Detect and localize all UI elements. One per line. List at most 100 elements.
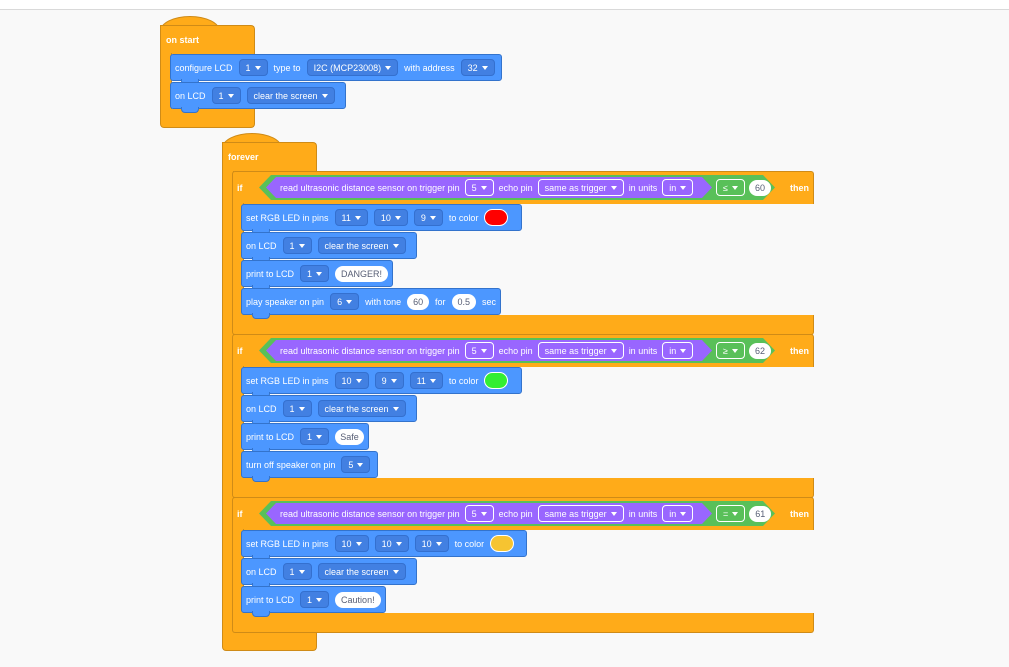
trigger-pin-dropdown[interactable]: 5 <box>465 179 494 196</box>
on-start-label: on start <box>166 35 200 45</box>
top-toolbar-strip <box>0 0 1009 10</box>
duration-input[interactable]: 0.5 <box>451 293 476 310</box>
lcd-type-dropdown[interactable]: I2C (MCP23008) <box>306 59 399 76</box>
chevron-down-icon <box>316 271 323 276</box>
color-swatch[interactable] <box>484 372 509 389</box>
compare-value-input[interactable]: 60 <box>748 179 771 196</box>
lcd-action-dropdown[interactable]: clear the screen <box>317 237 406 254</box>
units-dropdown[interactable]: in <box>662 179 693 196</box>
ultrasonic-sensor-reporter[interactable]: read ultrasonic distance sensor on trigg… <box>266 177 712 198</box>
operator-dropdown[interactable]: ≤ <box>716 179 745 196</box>
lcd-number-dropdown[interactable]: 1 <box>300 591 330 608</box>
chevron-down-icon <box>254 65 261 70</box>
lcd-number-dropdown[interactable]: 1 <box>300 428 330 445</box>
message-input[interactable]: DANGER! <box>335 265 388 282</box>
print-to-lcd-block[interactable]: print to LCD 1 DANGER! <box>241 260 393 291</box>
chevron-down-icon <box>732 511 739 516</box>
lcd-number-dropdown[interactable]: 1 <box>300 265 330 282</box>
echo-pin-dropdown[interactable]: same as trigger <box>538 342 624 359</box>
pin-dropdown-red[interactable]: 10 <box>334 372 369 389</box>
on-lcd-clear-block[interactable]: on LCD 1 clear the screen <box>241 558 417 589</box>
chevron-down-icon <box>680 512 686 516</box>
pin-dropdown-red[interactable]: 11 <box>334 209 368 226</box>
block-notch <box>181 107 199 113</box>
in-units-text: in units <box>628 182 658 193</box>
print-to-lcd-text: print to LCD <box>246 594 295 605</box>
on-start-footer <box>160 109 255 128</box>
pin-dropdown-green[interactable]: 10 <box>373 209 408 226</box>
compare-value-input[interactable]: 61 <box>749 505 772 522</box>
lcd-number-dropdown[interactable]: 1 <box>282 400 312 417</box>
sec-text: sec <box>481 296 496 307</box>
sensor-text: read ultrasonic distance sensor on trigg… <box>280 508 460 519</box>
forever-label: forever <box>228 152 259 162</box>
operator-dropdown[interactable]: ≥ <box>716 342 745 359</box>
ultrasonic-sensor-reporter[interactable]: read ultrasonic distance sensor on trigg… <box>266 503 712 524</box>
pin-dropdown-blue[interactable]: 10 <box>414 535 449 552</box>
print-to-lcd-block[interactable]: print to LCD 1 Caution! <box>241 586 386 617</box>
lcd-number-dropdown[interactable]: 1 <box>238 59 268 76</box>
lcd-action-dropdown[interactable]: clear the screen <box>317 400 406 417</box>
if-footer <box>232 613 814 633</box>
chevron-down-icon <box>680 349 686 353</box>
message-input[interactable]: Caution! <box>335 591 381 608</box>
on-lcd-text: on LCD <box>246 566 277 577</box>
units-dropdown[interactable]: in <box>662 342 693 359</box>
print-to-lcd-block[interactable]: print to LCD 1 Safe <box>241 423 369 454</box>
units-dropdown[interactable]: in <box>662 505 693 522</box>
print-to-lcd-text: print to LCD <box>246 268 295 279</box>
chevron-down-icon <box>611 186 617 190</box>
pin-dropdown-blue[interactable]: 9 <box>413 209 443 226</box>
for-text: for <box>435 296 446 307</box>
on-lcd-clear-block[interactable]: on LCD 1 clear the screen <box>241 232 417 263</box>
lcd-action-dropdown[interactable]: clear the screen <box>246 87 335 104</box>
sensor-text: read ultrasonic distance sensor on trigg… <box>280 345 460 356</box>
to-color-text: to color <box>448 212 479 223</box>
pin-dropdown-green[interactable]: 9 <box>374 372 404 389</box>
to-color-text: to color <box>448 375 479 386</box>
chevron-down-icon <box>392 406 399 411</box>
on-start-header <box>160 25 255 54</box>
turn-off-speaker-text: turn off speaker on pin <box>246 459 336 470</box>
on-lcd-clear-block[interactable]: on LCD 1 clear the screen <box>241 395 417 426</box>
pin-dropdown-blue[interactable]: 11 <box>409 372 443 389</box>
chevron-down-icon <box>298 406 305 411</box>
pin-dropdown-green[interactable]: 10 <box>374 535 409 552</box>
play-speaker-block[interactable]: play speaker on pin 6 with tone 60 for 0… <box>241 288 501 319</box>
message-input[interactable]: Safe <box>335 428 364 445</box>
chevron-down-icon <box>481 186 487 190</box>
in-units-text: in units <box>628 508 658 519</box>
echo-pin-dropdown[interactable]: same as trigger <box>538 179 624 196</box>
with-tone-text: with tone <box>365 296 402 307</box>
ultrasonic-sensor-reporter[interactable]: read ultrasonic distance sensor on trigg… <box>266 340 712 361</box>
speaker-pin-dropdown[interactable]: 6 <box>330 293 360 310</box>
chevron-down-icon <box>731 348 738 353</box>
on-lcd-text: on LCD <box>175 90 206 101</box>
trigger-pin-dropdown[interactable]: 5 <box>465 342 494 359</box>
lcd-action-dropdown[interactable]: clear the screen <box>317 563 406 580</box>
lcd-number-dropdown[interactable]: 1 <box>211 87 241 104</box>
echo-pin-dropdown[interactable]: same as trigger <box>538 505 624 522</box>
in-units-text: in units <box>628 345 658 356</box>
trigger-pin-dropdown[interactable]: 5 <box>465 505 494 522</box>
lcd-number-dropdown[interactable]: 1 <box>282 237 312 254</box>
configure-lcd-block[interactable]: configure LCD 1 type to I2C (MCP23008) w… <box>170 54 502 85</box>
set-rgb-led-block[interactable]: set RGB LED in pins 10 9 11 to color <box>241 367 522 398</box>
compare-value-input[interactable]: 62 <box>748 342 771 359</box>
lcd-number-dropdown[interactable]: 1 <box>282 563 312 580</box>
then-label: then <box>790 183 809 193</box>
color-swatch[interactable] <box>490 535 515 552</box>
operator-dropdown[interactable]: = <box>716 505 746 522</box>
set-rgb-led-block[interactable]: set RGB LED in pins 10 10 10 to color <box>241 530 527 561</box>
chevron-down-icon <box>435 541 442 546</box>
play-speaker-text: play speaker on pin <box>246 296 325 307</box>
echo-pin-text: echo pin <box>498 345 533 356</box>
speaker-pin-dropdown[interactable]: 5 <box>341 456 371 473</box>
on-lcd-clear-block[interactable]: on LCD 1 clear the screen <box>170 82 346 113</box>
set-rgb-led-block[interactable]: set RGB LED in pins 11 10 9 to color <box>241 204 522 235</box>
tone-input[interactable]: 60 <box>407 293 430 310</box>
turn-off-speaker-block[interactable]: turn off speaker on pin 5 <box>241 451 378 482</box>
address-dropdown[interactable]: 32 <box>460 59 495 76</box>
pin-dropdown-red[interactable]: 10 <box>334 535 369 552</box>
color-swatch[interactable] <box>484 209 509 226</box>
